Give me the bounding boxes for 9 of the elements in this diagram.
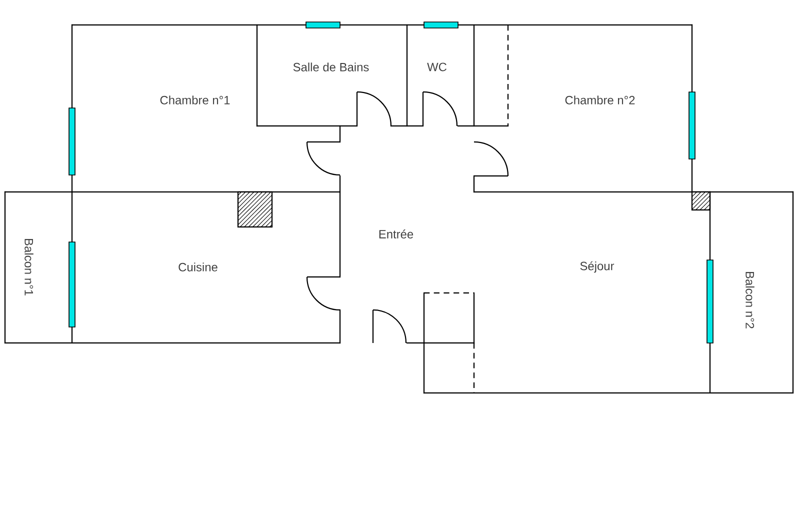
room-label: WC	[427, 62, 446, 72]
room-label: Séjour	[580, 261, 614, 273]
room-label: Chambre n°2	[565, 96, 635, 104]
room-label: Chambre n°1	[160, 96, 230, 104]
room-label: Entrée	[379, 230, 414, 238]
room-label: Cuisine	[178, 262, 218, 272]
room-label: Salle de Bains	[293, 62, 369, 72]
room-label: Balcon n°1	[24, 239, 34, 296]
room-label: Balcon n°2	[746, 272, 754, 328]
